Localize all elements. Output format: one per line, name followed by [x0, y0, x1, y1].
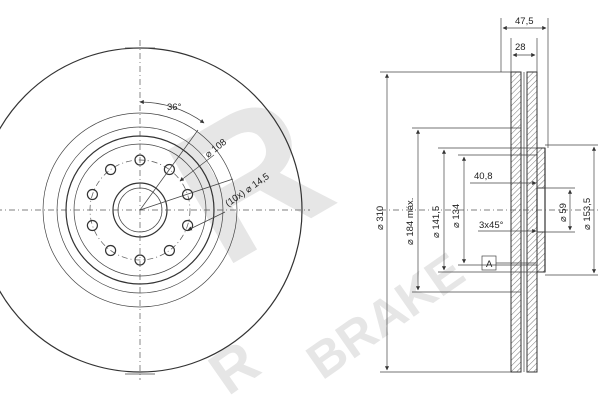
dim-28-label: 28: [515, 42, 526, 53]
bolt-hole: [163, 163, 175, 176]
pcd-leader: [179, 154, 215, 182]
holes-leader: [187, 211, 226, 231]
dim-310-label: ⌀ 310: [375, 206, 386, 230]
hat-wall-upper: [536, 147, 546, 189]
dim-153-label: ⌀ 153,5: [582, 198, 593, 230]
friction-ring-outer-cheek: [510, 71, 522, 373]
chamfer-label: 3x45°: [479, 220, 504, 231]
bolt-holes: [86, 154, 194, 266]
bolt-hole: [163, 244, 175, 257]
angle-arc: [139, 99, 205, 124]
angle-ref-line-1: [139, 129, 199, 211]
section-view: ⌀ 310 ⌀ 184 máx. ⌀ 141,5 ⌀ 134 40,8 3x45…: [375, 16, 600, 373]
bolt-hole: [104, 244, 117, 257]
dim-134-label: ⌀ 134: [451, 204, 462, 228]
bolt-hole: [134, 154, 146, 166]
bolt-hole: [182, 188, 194, 201]
dim-184-label: ⌀ 184 máx.: [405, 198, 416, 245]
watermark-letter-small: R: [197, 328, 271, 400]
dim-59-label: ⌀ 59: [558, 203, 569, 222]
bolt-hole: [86, 188, 99, 201]
watermark-word: BRAKE: [297, 242, 475, 390]
bolt-hole: [104, 163, 117, 176]
bolt-hole: [182, 219, 194, 232]
angle-ref-line-2: [139, 178, 234, 211]
datum-a-label: A: [486, 259, 493, 270]
dim-141-label: ⌀ 141,5: [431, 206, 442, 238]
dim-40-8-label: 40,8: [474, 171, 493, 182]
bolt-hole: [86, 219, 99, 232]
dim-47-5-label: 47,5: [515, 16, 534, 27]
hat-wall-lower: [536, 231, 546, 273]
friction-ring-inner-cheek: [526, 71, 538, 373]
angle-label: 36°: [167, 102, 182, 113]
